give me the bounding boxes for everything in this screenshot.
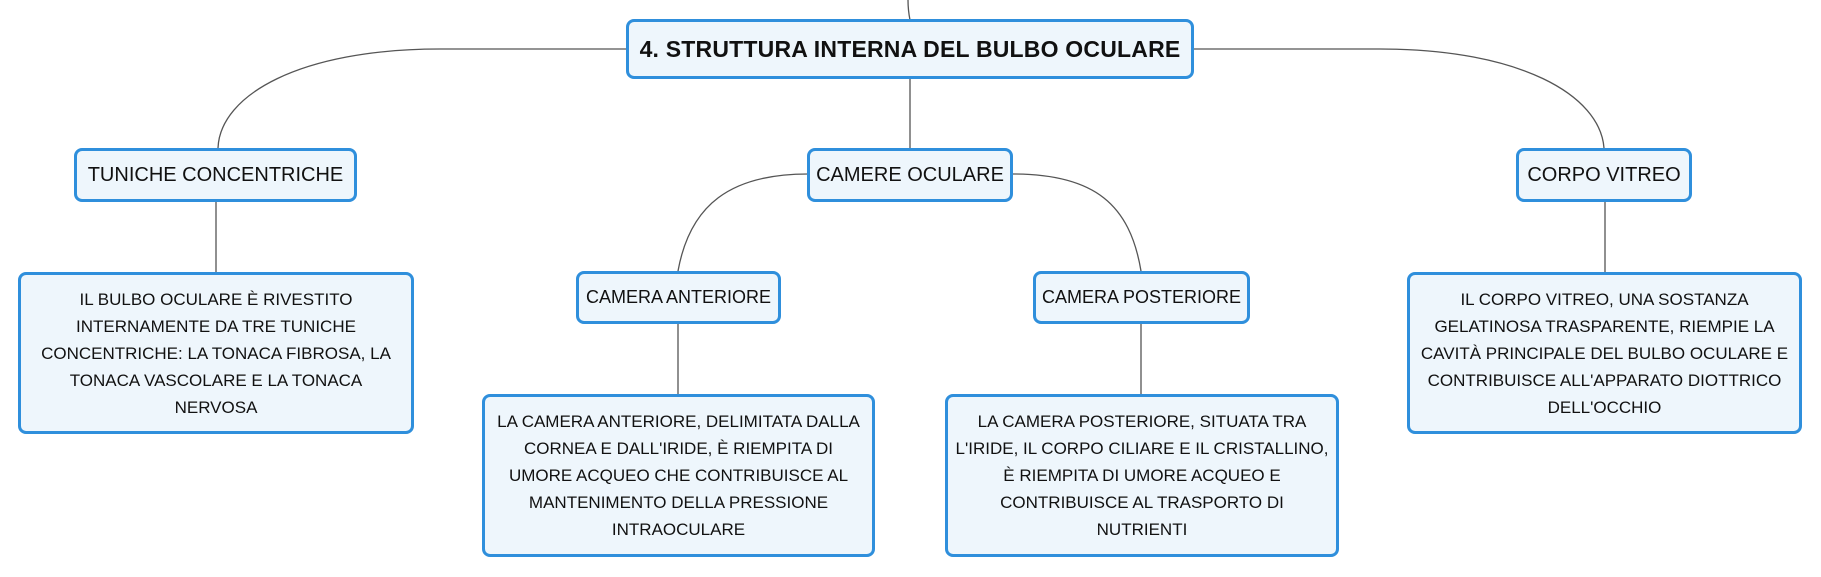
connector-camere-posteriore <box>1012 173 1142 272</box>
connector-root-vitreo <box>1194 48 1605 149</box>
connector-root-tuniche <box>217 48 626 149</box>
connector-camere-anteriore <box>677 173 809 272</box>
topic-tuniche-concentriche[interactable]: TUNICHE CONCENTRICHE <box>74 148 357 202</box>
root-topic[interactable]: 4. STRUTTURA INTERNA DEL BULBO OCULARE <box>626 19 1194 79</box>
topic-camera-anteriore[interactable]: CAMERA ANTERIORE <box>576 271 781 324</box>
connector-to-parent <box>907 0 911 21</box>
detail-corpo-vitreo[interactable]: IL CORPO VITREO, UNA SOSTANZA GELATINOSA… <box>1407 272 1802 434</box>
topic-corpo-vitreo[interactable]: CORPO VITREO <box>1516 148 1692 202</box>
detail-tuniche-concentriche[interactable]: IL BULBO OCULARE È RIVESTITO INTERNAMENT… <box>18 272 414 434</box>
detail-camera-posteriore[interactable]: LA CAMERA POSTERIORE, SITUATA TRA L'IRID… <box>945 394 1339 557</box>
topic-camera-posteriore[interactable]: CAMERA POSTERIORE <box>1033 271 1250 324</box>
detail-camera-anteriore[interactable]: LA CAMERA ANTERIORE, DELIMITATA DALLA CO… <box>482 394 875 557</box>
topic-camere-oculare[interactable]: CAMERE OCULARE <box>807 148 1013 202</box>
